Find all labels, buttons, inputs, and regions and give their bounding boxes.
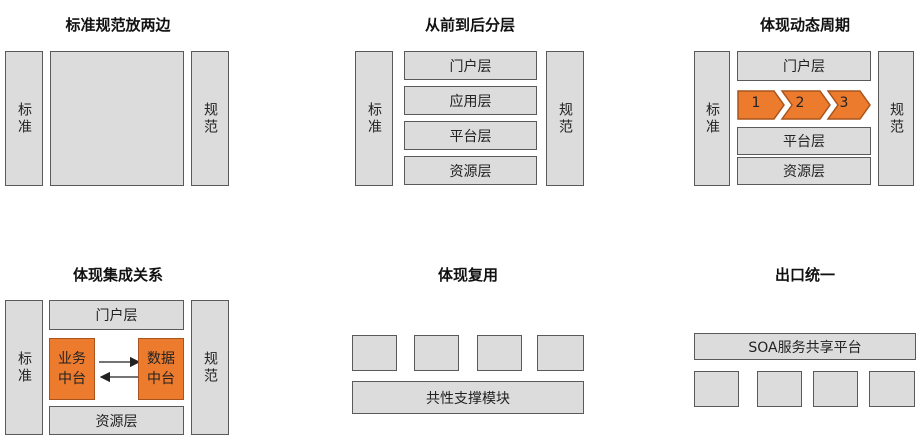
integration-arrows <box>99 356 141 383</box>
panel-2-title: 从前到后分层 <box>424 16 515 34</box>
panel-1-title: 标准规范放两边 <box>65 16 171 34</box>
outlet-module-1 <box>694 371 739 407</box>
panel-5-title: 体现复用 <box>437 266 498 284</box>
panel-2-layer-application: 应用层 <box>404 86 537 115</box>
panel-1-standard-bar: 标准 <box>5 51 43 186</box>
outlet-module-3 <box>813 371 858 407</box>
panel-1-spec-bar: 规范 <box>191 51 229 186</box>
cycle-step-2-chevron <box>780 90 831 120</box>
panel-2-layer-resource: 资源层 <box>404 156 537 185</box>
reuse-module-4 <box>537 335 584 371</box>
panel-4-title: 体现集成关系 <box>72 266 163 284</box>
business-middle-platform: 业务中台 <box>49 338 95 400</box>
outlet-module-4 <box>869 371 915 407</box>
panel-4-layer-resource: 资源层 <box>49 406 184 435</box>
panel-4-spec-bar: 规范 <box>191 300 229 435</box>
cycle-step-3-label: 3 <box>839 95 849 111</box>
panel-3-layer-platform: 平台层 <box>737 127 871 155</box>
panel-2-layer-platform: 平台层 <box>404 121 537 150</box>
panel-3-layer-portal: 门户层 <box>737 51 871 81</box>
panel-3-standard-bar: 标准 <box>694 51 730 186</box>
cycle-step-1-chevron <box>737 90 785 120</box>
cycle-step-1-label: 1 <box>751 95 761 111</box>
common-support-module: 共性支撑模块 <box>352 381 584 414</box>
panel-4-standard-bar: 标准 <box>5 300 43 435</box>
panel-6-title: 出口统一 <box>774 266 835 284</box>
panel-3-cycle-chevrons <box>737 90 871 120</box>
panel-2-layer-portal: 门户层 <box>404 51 537 80</box>
panel-2-spec-bar: 规范 <box>546 51 584 186</box>
panel-2-standard-bar: 标准 <box>355 51 393 186</box>
panel-3-spec-bar: 规范 <box>878 51 914 186</box>
reuse-module-3 <box>477 335 522 371</box>
reuse-module-2 <box>414 335 459 371</box>
panel-3-layer-resource: 资源层 <box>737 157 871 185</box>
panel-4-layer-portal: 门户层 <box>49 300 184 330</box>
panel-3-title: 体现动态周期 <box>759 16 850 34</box>
soa-shared-platform: SOA服务共享平台 <box>694 333 916 360</box>
reuse-module-1 <box>352 335 397 371</box>
data-middle-platform: 数据中台 <box>138 338 184 400</box>
cycle-step-2-label: 2 <box>795 95 805 111</box>
outlet-module-2 <box>757 371 802 407</box>
panel-1-center-block <box>50 51 184 186</box>
cycle-step-3-chevron <box>826 90 871 120</box>
